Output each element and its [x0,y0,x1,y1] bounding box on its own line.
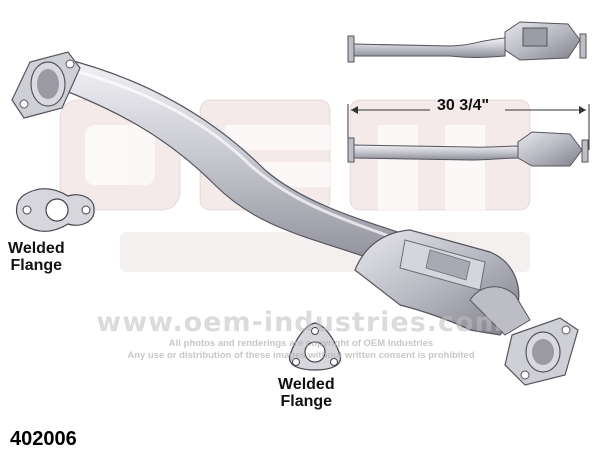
label-line: Flange [10,256,63,274]
welded-flange-label-right: Welded Flange [278,376,335,411]
watermark-url: www.oem-industries.com [96,307,504,338]
pipe-body [40,57,411,271]
thumbnail-dimension [347,104,590,167]
welded-flange-label-left: Welded Flange [8,240,65,275]
flange-icon-right [289,322,341,371]
label-line: Welded [8,240,65,257]
catalytic-converter [354,229,531,336]
rear-flange [504,317,579,386]
label-line: Flange [280,392,333,410]
watermark-notice-line2: Any use or distribution of these images … [127,350,475,361]
label-line: Welded [278,376,335,393]
watermark-notice-line1: All photos and renderings are copyright … [168,338,434,349]
dimension-label: 30 3/4" [437,97,490,114]
part-number: 402006 [10,428,77,450]
thumbnail-top [347,21,587,63]
flange-icon-left [15,188,95,232]
front-flange [11,51,81,119]
